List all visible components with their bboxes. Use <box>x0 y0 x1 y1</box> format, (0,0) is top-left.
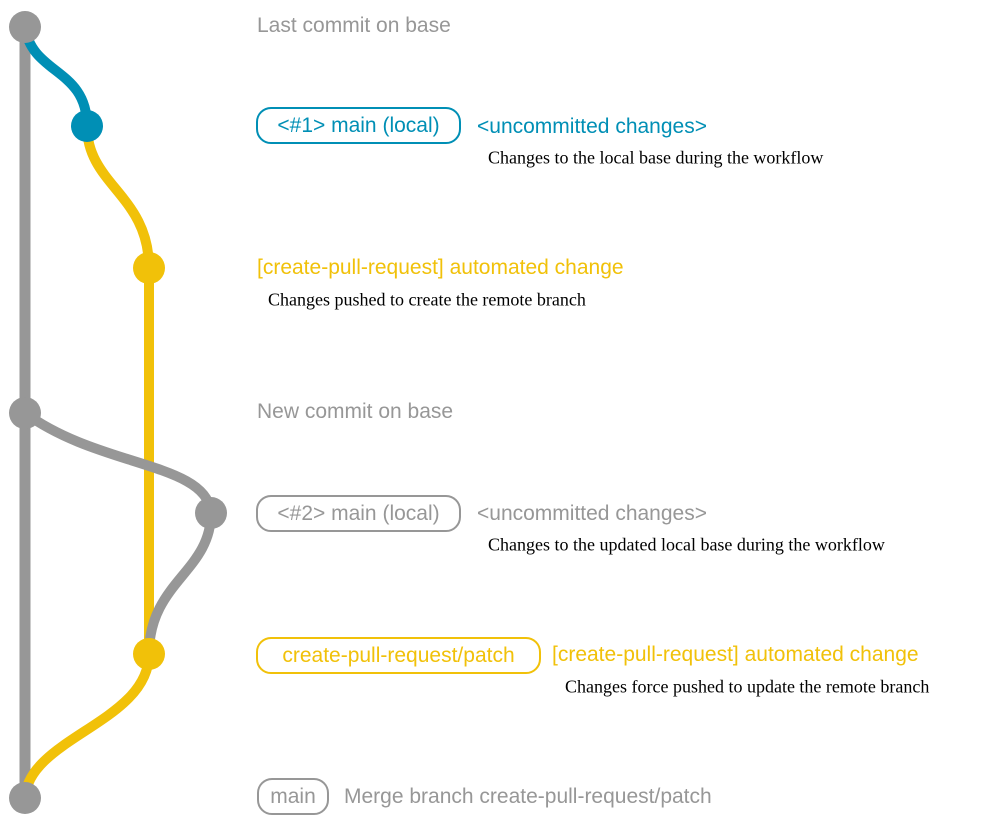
local-main-1-branch-line <box>20 22 92 131</box>
commit-dot-remote-2 <box>133 638 165 670</box>
commit-description-automated-change-1: Changes pushed to create the remote bran… <box>268 289 586 310</box>
commit-message-automated-change-1: [create-pull-request] automated change <box>257 256 624 279</box>
commit-dot-remote-1 <box>133 252 165 284</box>
commit-dot-last-base <box>9 11 41 43</box>
commit-description-automated-change-2: Changes force pushed to update the remot… <box>565 676 930 697</box>
commit-message-automated-change-2: [create-pull-request] automated change <box>552 643 919 666</box>
commit-dot-local-main-2 <box>195 497 227 529</box>
remote-branch-merge-line <box>20 649 154 803</box>
commit-dot-new-base <box>9 397 41 429</box>
branch-tag-local-main-1: <#1> main (local) <box>256 107 461 144</box>
commit-message-local-main-2: <uncommitted changes> <box>477 502 707 525</box>
commit-dot-merge <box>9 782 41 814</box>
caption-last-commit-on-base: Last commit on base <box>257 14 451 37</box>
commit-description-local-main-2: Changes to the updated local base during… <box>488 534 885 555</box>
local-main-2-merge-line <box>144 508 216 659</box>
commit-message-merge: Merge branch create-pull-request/patch <box>344 785 712 808</box>
commit-description-local-main-1: Changes to the local base during the wor… <box>488 147 824 168</box>
commit-message-local-main-1: <uncommitted changes> <box>477 115 707 138</box>
local-main-2-branch-line <box>20 408 216 518</box>
branch-tag-local-main-2: <#2> main (local) <box>256 495 461 532</box>
remote-branch-curve-top <box>82 121 154 273</box>
git-graph <box>9 11 227 814</box>
branch-tag-create-pull-request-patch: create-pull-request/patch <box>256 637 541 674</box>
caption-new-commit-on-base: New commit on base <box>257 400 454 423</box>
branch-tag-main: main <box>257 778 329 815</box>
commit-dot-local-main-1 <box>71 110 103 142</box>
